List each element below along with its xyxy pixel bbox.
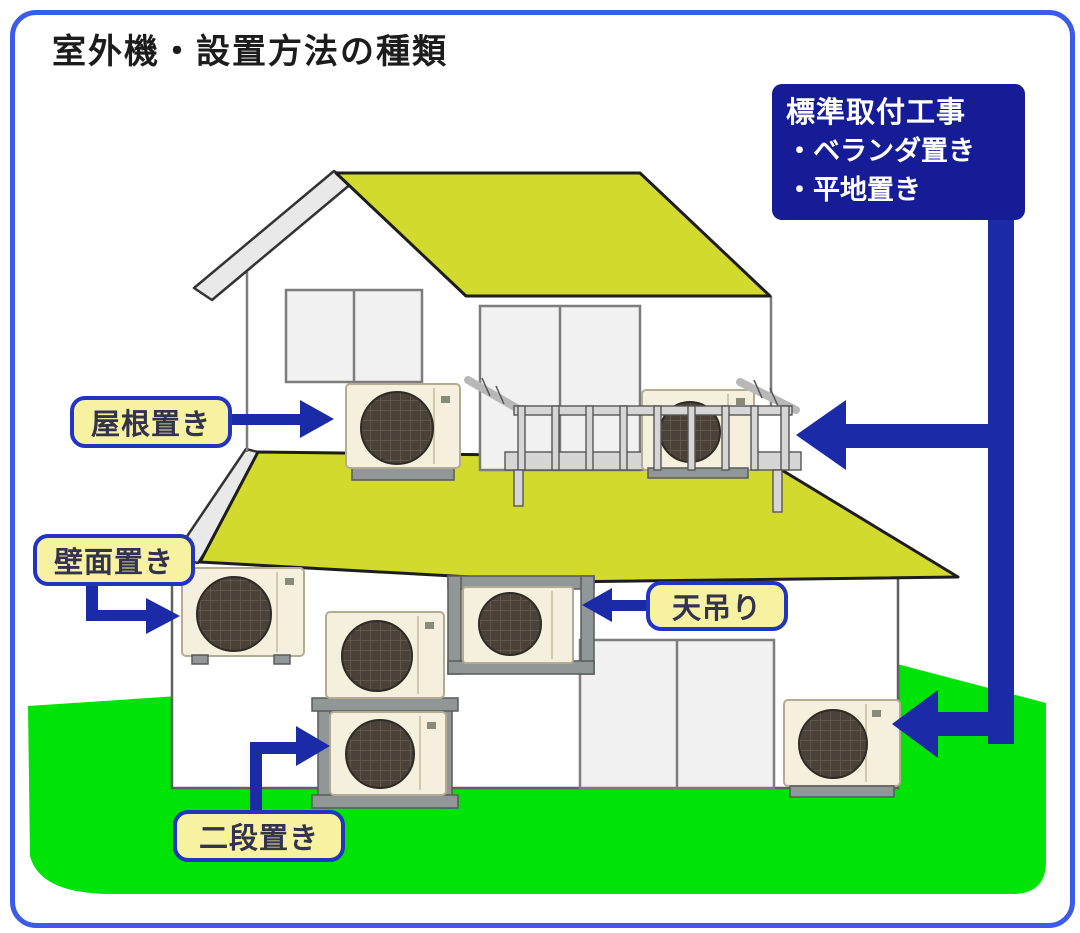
standard-installation-heading: 標準取付工事 bbox=[786, 95, 967, 129]
roof-ac-unit bbox=[345, 383, 461, 481]
ceiling-hung-ac-unit bbox=[447, 575, 595, 675]
wall-label-arrow bbox=[86, 584, 180, 634]
wall-ac-unit bbox=[181, 567, 305, 665]
standard-installation-item-veranda: ・ベランダ置き bbox=[786, 136, 975, 168]
standard-installation-box: 標準取付工事 ・ベランダ置き ・平地置き bbox=[772, 84, 1025, 220]
lower-roof bbox=[198, 450, 960, 584]
label-wall-placement: 壁面置き bbox=[33, 534, 195, 586]
upper-roof bbox=[334, 171, 772, 298]
ground-ac-unit bbox=[783, 699, 901, 798]
ceiling-label-arrow bbox=[582, 588, 650, 622]
stacked-ac-units bbox=[311, 611, 459, 809]
page-title: 室外機・設置方法の種類 bbox=[52, 32, 448, 72]
sliding-door bbox=[578, 638, 776, 790]
label-two-tier-placement: 二段置き bbox=[173, 810, 345, 862]
two-tier-label-arrow bbox=[250, 726, 330, 814]
balcony-railing bbox=[464, 376, 800, 513]
label-ceiling-hung: 天吊り bbox=[646, 581, 788, 631]
upper-window bbox=[284, 288, 424, 384]
label-roof-placement: 屋根置き bbox=[70, 396, 232, 448]
balcony-window bbox=[478, 304, 642, 472]
standard-installation-item-ground: ・平地置き bbox=[786, 174, 921, 206]
roof-label-arrow bbox=[228, 400, 334, 438]
upper-roof-fascia bbox=[192, 169, 354, 302]
standard-install-arrow bbox=[796, 214, 1014, 758]
